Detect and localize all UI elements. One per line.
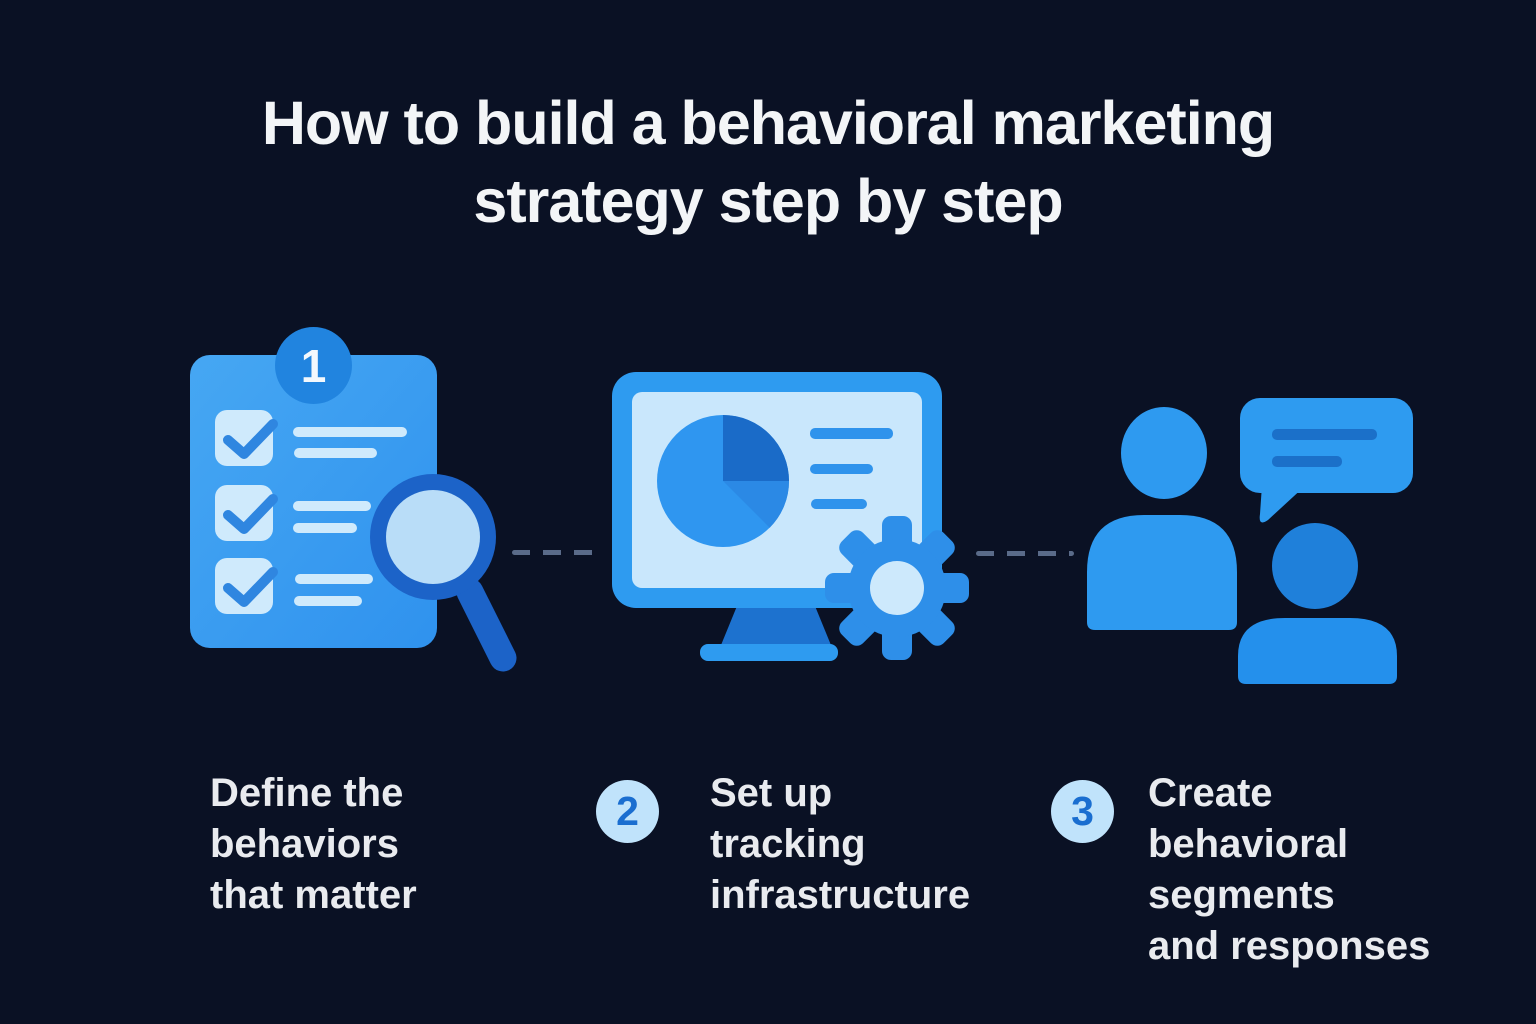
step-2-label-line: Set up (710, 771, 833, 815)
checkmark-icon (223, 567, 278, 607)
step-1-label-line: that matter (210, 873, 417, 917)
step-1-label-line: behaviors (210, 822, 399, 866)
step-2-label-line: tracking (710, 822, 866, 866)
step-3-label-line: behavioral (1148, 822, 1349, 866)
step-1-number: 1 (300, 339, 327, 392)
dashed-connector-2 (976, 551, 1074, 556)
page-title-line1: How to build a behavioral marketing (261, 89, 1275, 157)
checkmark-icon (223, 419, 278, 459)
gear-icon (825, 516, 969, 660)
person-small-icon (1238, 523, 1397, 684)
step-3-label-line: and responses (1148, 924, 1431, 968)
step-2-number: 2 (616, 788, 639, 834)
step-2-badge: 2 (596, 780, 659, 843)
step-2-label-line: infrastructure (710, 873, 971, 917)
checkmark-icon (223, 494, 278, 534)
step-3-label-line: Create (1148, 771, 1273, 815)
page-title-line2: strategy step by step (473, 167, 1063, 235)
checkbox-row-1 (215, 410, 407, 466)
step-3-badge: 3 (1051, 780, 1114, 843)
page-title: How to build a behavioral marketing stra… (0, 84, 1536, 240)
step-2-label: Set up tracking infrastructure (710, 768, 970, 921)
checkbox-row-3 (215, 558, 373, 614)
chat-bubble-icon (1240, 398, 1413, 523)
step-3-label: Create behavioral segments and responses (1148, 768, 1430, 972)
screen-text-lines (810, 428, 893, 509)
person-large-icon (1087, 407, 1237, 630)
dashed-connector-1 (512, 550, 600, 555)
checklist-magnifier-icon (190, 355, 517, 672)
people-conversation-icon (1087, 398, 1413, 684)
magnifier-icon (370, 474, 517, 672)
pie-chart-icon (657, 415, 790, 547)
step-3-number: 3 (1071, 788, 1094, 834)
step-1-label: Define the behaviors that matter (210, 768, 417, 921)
checkbox-row-2 (215, 485, 371, 541)
step-1-label-line: Define the (210, 771, 404, 815)
monitor-analytics-gear-icon (612, 372, 969, 661)
step-1-badge: 1 (275, 327, 352, 404)
step-3-label-line: segments (1148, 873, 1335, 917)
clipboard-icon (190, 355, 437, 648)
